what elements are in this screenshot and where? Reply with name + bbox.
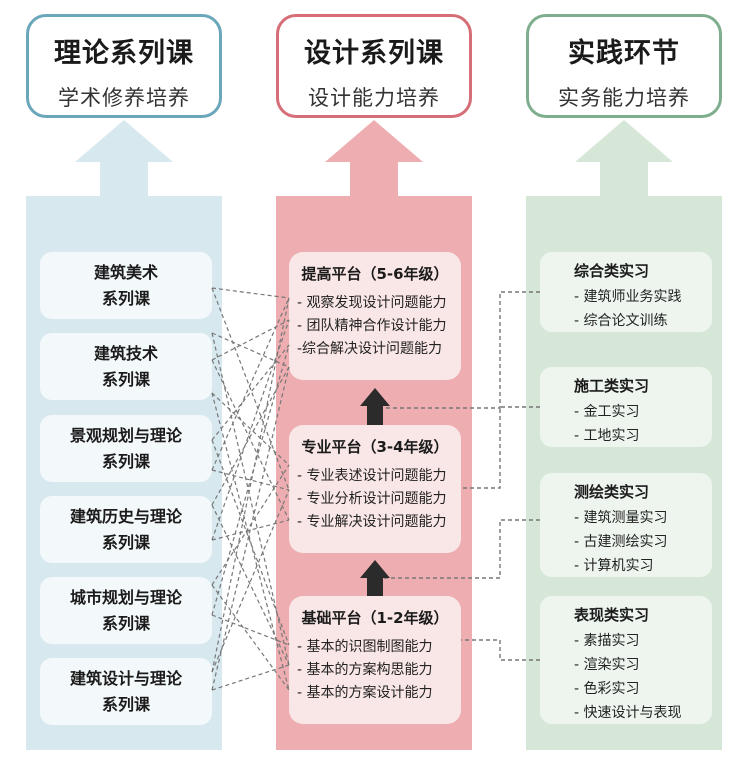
- practice-item: - 工地实习: [574, 428, 640, 444]
- theory-course-name: 景观规划与理论: [69, 425, 182, 445]
- platform-title: 专业平台（3-4年级）: [301, 438, 449, 456]
- platform-title: 提高平台（5-6年级）: [301, 265, 449, 283]
- design-column-title: 设计系列课: [304, 38, 444, 69]
- theory-course-suffix: 系列课: [101, 532, 150, 552]
- theory-platform-connector: [211, 344, 290, 616]
- platform-professional: 专业平台（3-4年级） - 专业表述设计问题能力 - 专业分析设计问题能力 - …: [289, 425, 461, 553]
- platform-ability: - 团队精神合作设计能力: [297, 318, 447, 334]
- theory-platform-connector: [211, 469, 290, 491]
- theory-platform-connector: [211, 297, 290, 471]
- theory-course-suffix: 系列课: [101, 288, 150, 308]
- theory-platform-connector: [211, 344, 290, 441]
- theory-platform-connector: [211, 319, 290, 541]
- platform-ability: - 基本的识图制图能力: [297, 639, 433, 655]
- theory-course-name: 城市规划与理论: [69, 587, 182, 607]
- practice-platform-connector: [383, 519, 540, 579]
- practice-item: - 快速设计与表现: [574, 705, 682, 721]
- theory-platform-connector: [211, 504, 290, 666]
- theory-platform-connector: [211, 392, 290, 466]
- platform-ability: - 专业解决设计问题能力: [297, 514, 447, 530]
- practice-group-title: 综合类实习: [574, 262, 650, 280]
- theory-platform-connector: [211, 439, 290, 646]
- theory-platform-connector: [211, 519, 290, 541]
- progression-arrow-up: [360, 388, 390, 425]
- practice-item: - 计算机实习: [574, 558, 654, 574]
- practice-group-title: 表现类实习: [574, 606, 650, 624]
- platform-ability: - 专业表述设计问题能力: [297, 468, 447, 484]
- practice-group-title: 测绘类实习: [574, 483, 650, 501]
- practice-column-header: 实践环节 实务能力培养: [526, 14, 722, 118]
- theory-course-name: 建筑美术: [93, 262, 158, 282]
- practice-column-subtitle: 实务能力培养: [558, 86, 690, 110]
- theory-course-suffix: 系列课: [101, 451, 150, 471]
- theory-platform-connector: [211, 297, 290, 673]
- theory-platform-connector: [211, 287, 290, 299]
- theory-course-suffix: 系列课: [101, 369, 150, 389]
- theory-column-subtitle: 学术修养培养: [58, 86, 190, 110]
- practice-item: - 建筑测量实习: [574, 510, 668, 526]
- practice-group-title: 施工类实习: [574, 377, 650, 395]
- theory-column-header: 理论系列课 学术修养培养: [26, 14, 222, 118]
- theory-course-box: 建筑美术系列课: [40, 252, 212, 319]
- theory-to-platform-links: [211, 287, 290, 691]
- practice-item: - 金工实习: [574, 404, 640, 420]
- platform-advanced: 提高平台（5-6年级） - 观察发现设计问题能力 - 团队精神合作设计能力 -综…: [289, 252, 461, 380]
- theory-course-box: 城市规划与理论系列课: [40, 577, 212, 644]
- theory-course-suffix: 系列课: [101, 613, 150, 633]
- theory-platform-connector: [211, 584, 290, 691]
- practice-item: - 综合论文训练: [574, 313, 668, 329]
- theory-column-title: 理论系列课: [54, 38, 194, 69]
- theory-course-box: 建筑设计与理论系列课: [40, 658, 212, 725]
- practice-group-construction: 施工类实习 - 金工实习 - 工地实习: [540, 367, 712, 447]
- theory-course-name: 建筑设计与理论: [69, 668, 182, 688]
- practice-item: - 素描实习: [574, 633, 640, 649]
- practice-group-representation: 表现类实习 - 素描实习 - 渲染实习 - 色彩实习 - 快速设计与表现: [540, 596, 712, 724]
- practice-group-survey: 测绘类实习 - 建筑测量实习 - 古建测绘实习 - 计算机实习: [540, 473, 712, 577]
- practice-group-comprehensive: 综合类实习 - 建筑师业务实践 - 综合论文训练: [540, 252, 712, 332]
- design-column-subtitle: 设计能力培养: [308, 86, 440, 110]
- practice-item: - 建筑师业务实践: [574, 289, 682, 305]
- practice-item: - 色彩实习: [574, 681, 640, 697]
- theory-course-box: 景观规划与理论系列课: [40, 415, 212, 482]
- progression-arrow-up: [360, 560, 390, 596]
- practice-column-title: 实践环节: [568, 38, 680, 69]
- platform-ability: - 专业分析设计问题能力: [297, 491, 447, 507]
- theory-platform-connector: [211, 332, 290, 666]
- platform-ability: - 基本的方案设计能力: [297, 685, 433, 701]
- theory-platform-connector: [211, 489, 290, 673]
- theory-platform-connector: [211, 366, 290, 506]
- practice-platform-connector: [383, 291, 540, 409]
- theory-platform-connector: [211, 359, 290, 521]
- theory-platform-connector: [211, 332, 290, 368]
- theory-course-suffix: 系列课: [101, 694, 150, 714]
- practice-to-platform-links: [383, 291, 540, 661]
- platform-ability: -综合解决设计问题能力: [297, 341, 443, 357]
- platform-ability: - 观察发现设计问题能力: [297, 295, 447, 311]
- theory-course-box: 建筑技术系列课: [40, 333, 212, 400]
- practice-platform-connector: [461, 639, 540, 661]
- design-column-header: 设计系列课 设计能力培养: [276, 14, 472, 118]
- theory-platform-connector: [211, 464, 290, 586]
- practice-item: - 古建测绘实习: [574, 534, 668, 550]
- theory-platform-connector: [211, 287, 290, 491]
- theory-platform-connector: [211, 366, 290, 691]
- practice-platform-connector: [461, 406, 540, 489]
- theory-course-name: 建筑技术: [93, 343, 158, 363]
- theory-course-name: 建筑历史与理论: [69, 506, 182, 526]
- practice-item: - 渲染实习: [574, 657, 640, 673]
- theory-platform-connector: [211, 664, 290, 691]
- theory-course-box: 建筑历史与理论系列课: [40, 496, 212, 563]
- platform-foundation: 基础平台（1-2年级） - 基本的识图制图能力 - 基本的方案构思能力 - 基本…: [289, 596, 461, 724]
- platform-title: 基础平台（1-2年级）: [301, 609, 449, 627]
- platform-ability: - 基本的方案构思能力: [297, 662, 433, 678]
